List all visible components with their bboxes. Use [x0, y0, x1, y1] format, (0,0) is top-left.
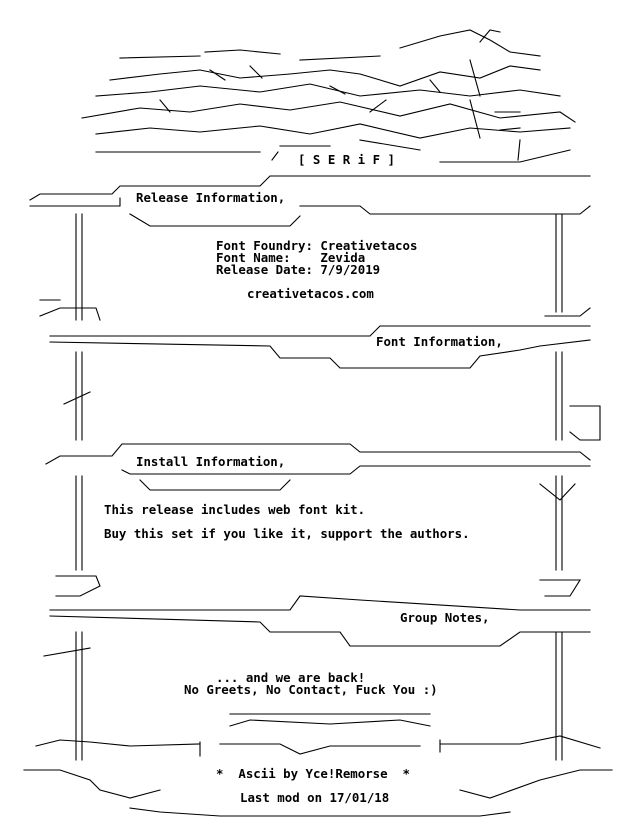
group-notes-heading: Group Notes, — [400, 610, 490, 625]
release-heading: Release Information, — [136, 190, 286, 205]
website-link[interactable]: creativetacos.com — [247, 286, 374, 301]
section-release-frame — [29, 175, 591, 321]
last-modified: Last mod on 17/01/18 — [240, 790, 390, 805]
install-line-1: This release includes web font kit. — [104, 502, 366, 517]
logo-art — [81, 29, 576, 163]
footer-frame — [23, 735, 613, 817]
release-date: Release Date: 7/9/2019 — [216, 262, 381, 277]
section-font-info-frame — [49, 325, 601, 441]
section-group-notes-frame — [43, 595, 591, 761]
group-note-1: ... and we are back! — [216, 670, 366, 685]
section-install-frame — [45, 443, 591, 597]
group-note-2: No Greets, No Contact, Fuck You :) — [184, 682, 438, 697]
install-heading: Install Information, — [136, 454, 286, 469]
footer-logo-art — [199, 713, 441, 757]
font-name: Font Name: Zevida — [216, 250, 366, 265]
logo-tag: [ S E R i F ] — [298, 152, 395, 167]
credit-line: * Ascii by Yce!Remorse * — [216, 766, 410, 781]
install-line-2: Buy this set if you like it, support the… — [104, 526, 470, 541]
font-foundry: Font Foundry: Creativetacos — [216, 238, 418, 253]
font-info-heading: Font Information, — [376, 334, 503, 349]
